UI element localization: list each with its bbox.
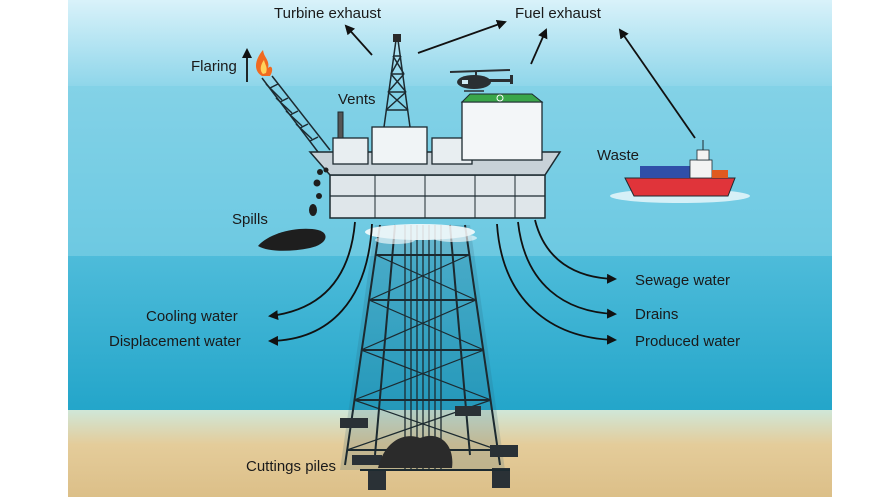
labels: Turbine exhaust Fuel exhaust Flaring Ven… [109, 5, 740, 475]
turbine-exhaust-arrow [344, 24, 373, 56]
supply-ship [610, 140, 750, 203]
fuel-exhaust-arrow-2 [530, 28, 548, 65]
label-turbine-exhaust: Turbine exhaust [274, 5, 382, 22]
displacement-water-arrow [268, 223, 373, 346]
water-splash [365, 224, 477, 244]
vent-stack [337, 111, 344, 139]
cooling-water-arrow [268, 221, 356, 321]
platform-topsides [255, 34, 562, 219]
label-fuel-exhaust: Fuel exhaust [515, 5, 602, 22]
label-vents: Vents [338, 91, 376, 108]
label-waste: Waste [597, 147, 639, 164]
label-drains: Drains [635, 306, 678, 323]
sky [68, 0, 832, 86]
helicopter [449, 69, 513, 92]
discharge-arrows [268, 219, 617, 346]
label-cuttings-piles: Cuttings piles [246, 458, 336, 475]
produced-water-arrow [496, 223, 617, 345]
drilling-derrick [383, 39, 411, 128]
label-spills: Spills [232, 211, 268, 228]
cuttings-pile [378, 435, 453, 468]
oil-spill [258, 167, 329, 251]
label-produced-water: Produced water [635, 333, 740, 350]
emission-arrows [242, 19, 696, 139]
platform-jacket [340, 224, 518, 490]
label-flaring: Flaring [191, 58, 237, 75]
label-sewage-water: Sewage water [635, 272, 730, 289]
drains-arrow [517, 221, 617, 319]
waste-arrow [618, 28, 696, 139]
label-displacement-water: Displacement water [109, 333, 241, 350]
fuel-exhaust-arrow-1 [417, 19, 507, 54]
sewage-water-arrow [534, 219, 617, 284]
label-cooling-water: Cooling water [146, 308, 238, 325]
flare-boom [261, 75, 331, 153]
